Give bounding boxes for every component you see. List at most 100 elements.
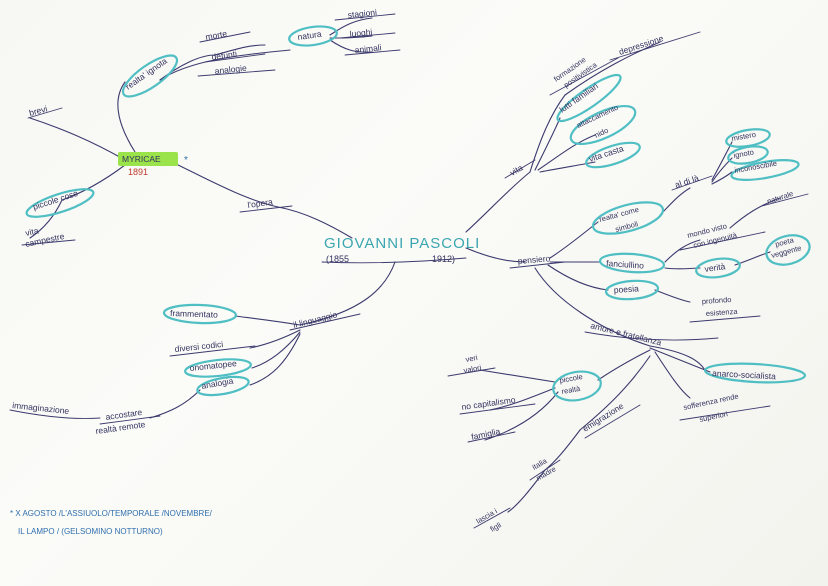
- branch-amore-emigrazione: [579, 355, 651, 431]
- branch-aldila-ignoto: [711, 157, 733, 183]
- underline-pensiero: [509, 261, 566, 269]
- underline-lascia: [473, 507, 511, 529]
- label-fanciullino: fanciullino: [606, 258, 645, 271]
- branch-amore-sofferenza: [654, 351, 691, 399]
- underline-nocap: [459, 403, 536, 415]
- branch-ling-codici: [249, 329, 301, 349]
- label-linguaggio: il linguaggio: [292, 309, 338, 330]
- underline-emigrazione: [584, 404, 641, 439]
- underline-amore: [584, 331, 719, 341]
- label-poesia: poesia: [613, 283, 639, 295]
- label-valori: valori: [463, 363, 483, 375]
- oval-inconoscibile: [730, 159, 800, 181]
- label-defunti: defunti: [211, 49, 238, 62]
- label-vita-right: vita: [508, 162, 525, 177]
- label-opera: l'opera: [247, 197, 274, 210]
- label-mistero: mistero: [731, 130, 757, 143]
- label-vita-casta: vita casta: [588, 143, 625, 164]
- branch-ling-analogia: [249, 333, 301, 386]
- branch-fanc-mondo: [664, 239, 701, 263]
- underline-aldila: [671, 175, 713, 191]
- underline-opera: [239, 205, 293, 213]
- branch-center-opera: [277, 206, 353, 239]
- branch-analogia-accostare: [149, 389, 201, 419]
- oval-onomatopee: [184, 358, 252, 378]
- branch-emig-italia: [544, 429, 581, 471]
- branch-poesia-profondo: [654, 289, 691, 303]
- label-al-di-la: al di là: [674, 173, 701, 190]
- oval-natura: [288, 25, 338, 47]
- center-birth: (1855: [326, 254, 349, 264]
- underline-stagioni: [334, 13, 396, 21]
- footnote-line-2: IL LAMPO / (GELSOMINO NOTTURNO): [18, 527, 163, 536]
- oval-poeta-veggente: [765, 234, 811, 266]
- branch-mondo-naturale: [729, 197, 781, 229]
- underline-luoghi: [339, 32, 396, 39]
- underline-center: [321, 257, 467, 264]
- branch-natura-leaves-3: [329, 39, 373, 53]
- branch-amore-piccole: [597, 349, 651, 381]
- label-immaginazione: immaginazione: [12, 400, 70, 416]
- label-verita: verità: [704, 261, 726, 274]
- label-realta-remote: realtà remote: [95, 419, 146, 436]
- label-piccole: piccole: [559, 372, 584, 385]
- oval-frammentato: [162, 303, 238, 325]
- underline-depressione: [609, 31, 701, 61]
- oval-realta-ignota: [121, 54, 179, 98]
- branch-realta-cluster: [159, 44, 266, 81]
- branch-vita-casta: [539, 161, 596, 173]
- label-pensiero: pensiero: [517, 253, 551, 266]
- label-superiori: superiori: [699, 409, 729, 424]
- label-stagioni: stagioni: [347, 7, 377, 20]
- branch-center-vita: [465, 171, 531, 233]
- label-esistenza: esistenza: [706, 307, 739, 318]
- branch-realta-natura: [159, 49, 291, 81]
- label-realta-right: realtà: [561, 384, 582, 396]
- oval-vita-casta: [585, 141, 641, 169]
- branch-center-linguaggio: [299, 261, 396, 326]
- center-death: 1912): [432, 254, 455, 264]
- label-anarco: anarco-socialista: [712, 368, 776, 381]
- oval-fanciullino: [598, 252, 666, 274]
- branch-aldila-mistero: [711, 141, 733, 181]
- label-sofferenza: sofferenza rende: [683, 391, 740, 411]
- branch-ling-onomatopee: [251, 331, 301, 369]
- underline-famiglia: [467, 431, 516, 443]
- branch-vita-attaccamento: [537, 134, 596, 171]
- label-attaccamento: attaccamento: [575, 103, 620, 130]
- label-amore: amore e fratellanza: [590, 320, 663, 347]
- label-frammentato: frammentato: [170, 308, 218, 320]
- branch-pensiero-poesia: [547, 264, 609, 291]
- oval-attaccamento: [569, 104, 637, 146]
- oval-realta-simboli: [591, 201, 665, 235]
- branch-amore-right: [649, 345, 707, 373]
- oval-verita: [695, 257, 741, 279]
- label-figli: figli: [489, 520, 504, 534]
- label-analogie: analogie: [214, 63, 247, 76]
- oval-analogia: [196, 375, 250, 397]
- underline-defunti: [204, 53, 266, 63]
- branch-vita-formazione: [529, 94, 566, 173]
- label-vita: vita: [24, 225, 39, 238]
- oval-lutti: [556, 73, 622, 123]
- underline-italia: [529, 459, 561, 481]
- label-animali: animali: [354, 42, 382, 55]
- underline-veri: [447, 367, 496, 377]
- branch-myricae-brevi: [29, 117, 126, 161]
- label-natura: natura: [297, 29, 323, 42]
- branch-realta-aldila: [659, 187, 691, 216]
- underline-immaginazione: [9, 409, 101, 419]
- label-emigrazione: emigrazione: [581, 401, 626, 434]
- branch-emig-lascia: [507, 469, 546, 513]
- label-onomatopee: onomatopee: [189, 358, 237, 373]
- branch-pensiero-realta: [549, 221, 599, 259]
- underline-linguaggio: [289, 313, 361, 331]
- center-title: GIOVANNI PASCOLI: [324, 235, 480, 252]
- label-morte: morte: [205, 28, 228, 42]
- label-veri: veri: [465, 353, 479, 364]
- underline-accostare: [99, 415, 161, 425]
- underline-brevi: [27, 107, 63, 119]
- underline-formazione: [549, 57, 619, 96]
- branch-amore-anarco: [649, 347, 711, 373]
